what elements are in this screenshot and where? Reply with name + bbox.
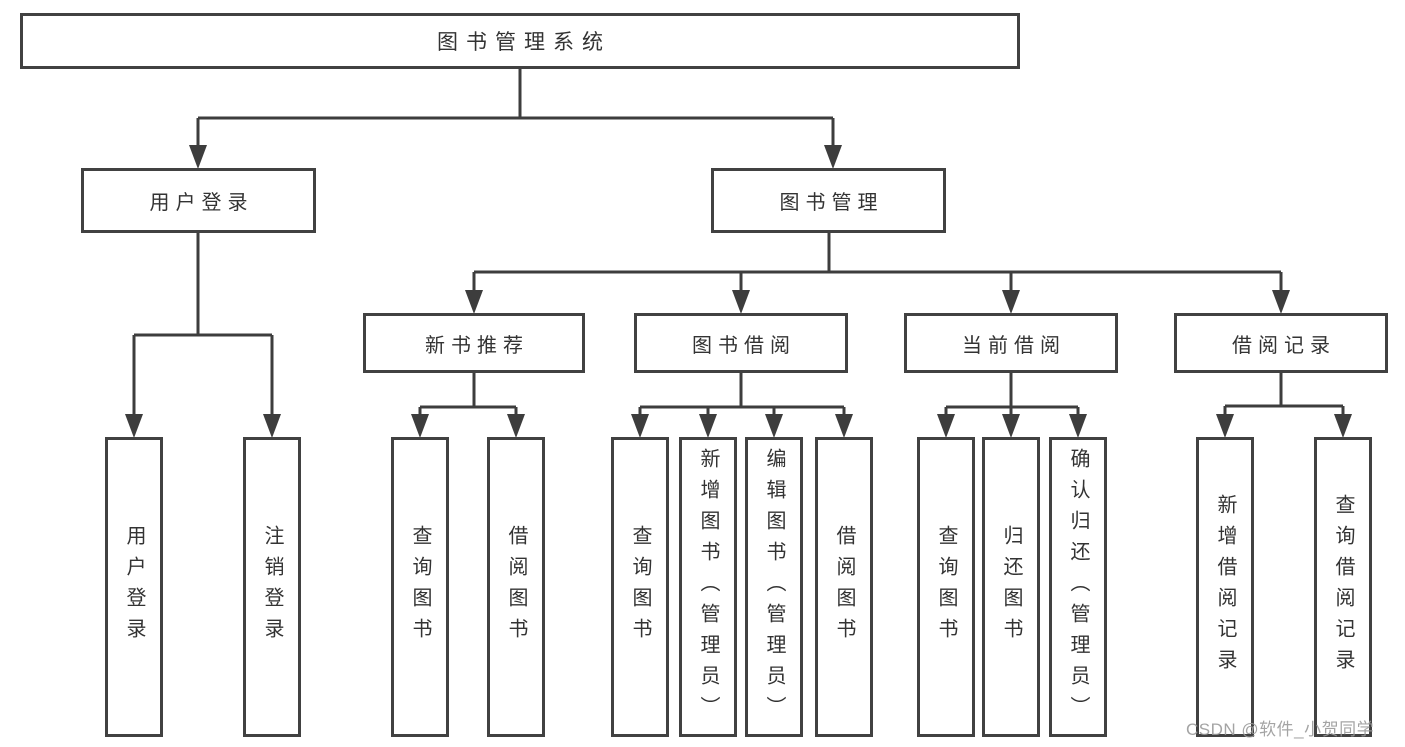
connector-borrow-to-leaves <box>638 373 846 419</box>
connector-newbook-to-leaves <box>418 373 518 419</box>
node-current-borrow: 当前借阅 <box>904 313 1118 373</box>
node-borrow-records: 借阅记录 <box>1174 313 1388 373</box>
leaf-query-books-current: 查询图书 <box>917 437 975 737</box>
leaf-user-login: 用户登录 <box>105 437 163 737</box>
leaf-borrow-books-recommend: 借阅图书 <box>487 437 545 737</box>
connector-bookmgmt-to-level3 <box>472 233 1283 295</box>
leaf-return-books: 归还图书 <box>982 437 1040 737</box>
leaf-edit-books-admin: 编辑图书（管理员） <box>745 437 803 737</box>
node-library-management-system: 图书管理系统 <box>20 13 1020 69</box>
node-book-management: 图书管理 <box>711 168 946 233</box>
csdn-watermark: CSDN @软件_小贺同学 <box>1186 720 1375 739</box>
leaf-query-borrow-record: 查询借阅记录 <box>1314 437 1372 737</box>
node-book-borrow: 图书借阅 <box>634 313 848 373</box>
connector-records-to-leaves <box>1223 373 1345 419</box>
leaf-add-books-admin: 新增图书（管理员） <box>679 437 737 737</box>
leaf-confirm-return-admin: 确认归还（管理员） <box>1049 437 1107 737</box>
connector-current-to-leaves <box>944 373 1080 419</box>
node-new-book-recommend: 新书推荐 <box>363 313 585 373</box>
arrowheads <box>125 145 1352 438</box>
leaf-logout-login: 注销登录 <box>243 437 301 737</box>
leaf-borrow-books: 借阅图书 <box>815 437 873 737</box>
leaf-add-borrow-record: 新增借阅记录 <box>1196 437 1254 737</box>
connector-root-to-level2 <box>196 69 835 150</box>
leaf-query-books-borrow: 查询图书 <box>611 437 669 737</box>
connector-userlogin-to-leaves <box>132 233 274 419</box>
node-user-login: 用户登录 <box>81 168 316 233</box>
leaf-query-books-recommend: 查询图书 <box>391 437 449 737</box>
